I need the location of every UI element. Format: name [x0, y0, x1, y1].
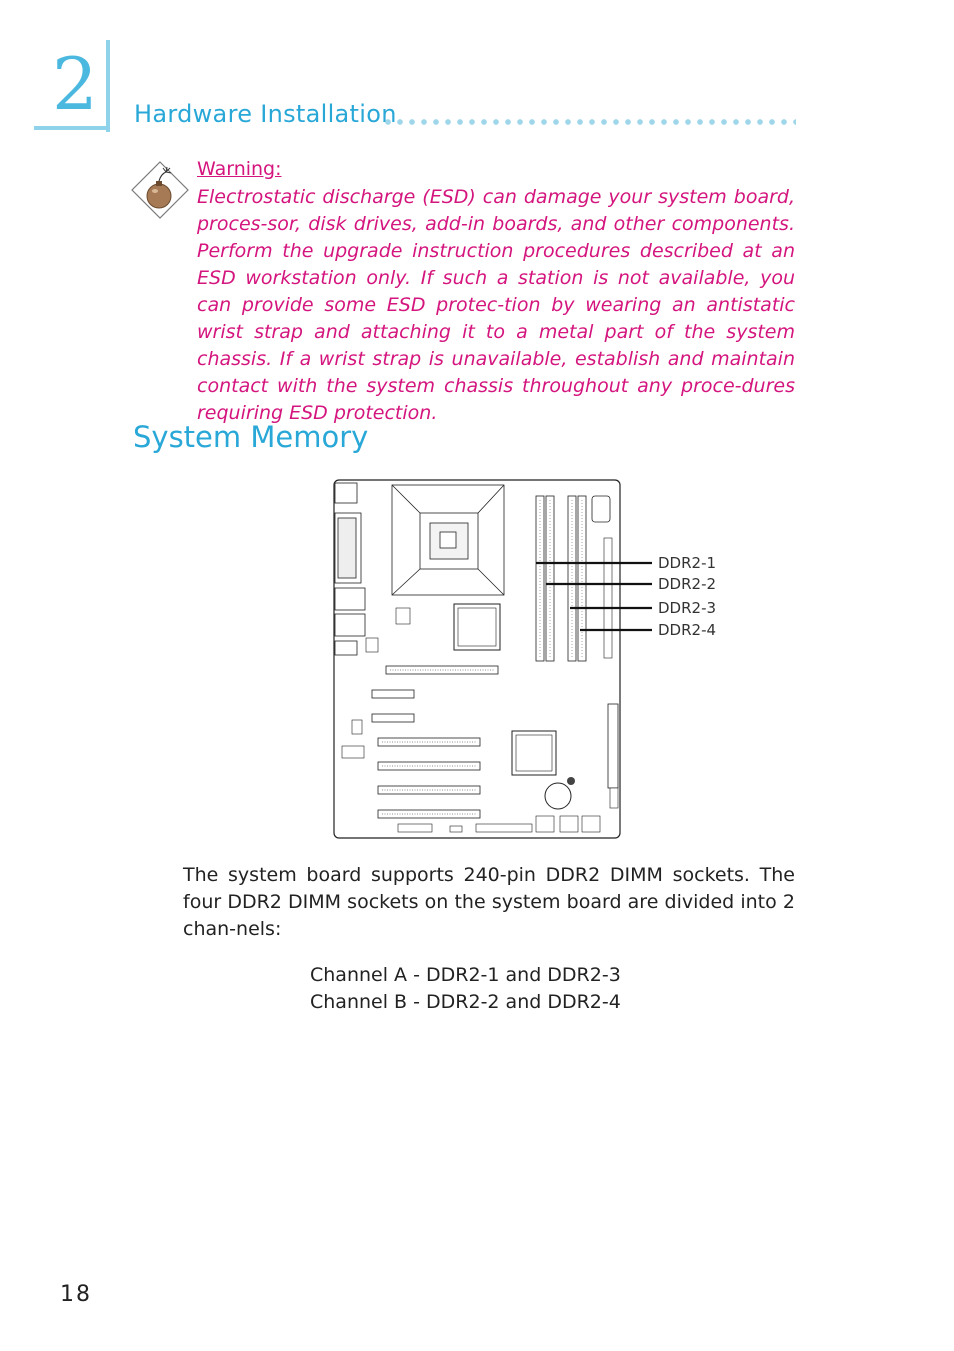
chapter-marker: [34, 40, 110, 132]
channel-a-line: Channel A - DDR2-1 and DDR2-3: [310, 964, 621, 986]
ddr2-4-label: DDR2-4: [658, 621, 716, 639]
section-title: System Memory: [133, 420, 369, 454]
warning-text: Electrostatic discharge (ESD) can damage…: [197, 186, 795, 424]
northbridge-chip: [453, 603, 501, 651]
chapter-marker-bar-horizontal: [34, 126, 110, 130]
page-number: 18: [60, 1282, 92, 1307]
chapter-number: 2: [52, 42, 98, 126]
motherboard-diagram: DDR2-1 DDR2-2 DDR2-3 DDR2-4: [333, 479, 716, 839]
bomb-warning-icon: [131, 161, 189, 219]
heading-dot-rule: [382, 118, 796, 126]
body-paragraph: The system board supports 240-pin DDR2 D…: [183, 864, 795, 940]
rear-io: [334, 482, 366, 656]
ddr2-1-label: DDR2-1: [658, 554, 716, 572]
ddr2-3-label: DDR2-3: [658, 599, 716, 617]
warning-label: Warning:: [197, 158, 282, 180]
pcie-x16-slot: [385, 665, 499, 675]
ddr2-2-label: DDR2-2: [658, 575, 716, 593]
cpu-socket: [391, 484, 505, 596]
southbridge-chip: [511, 730, 557, 776]
pci-slots: [377, 737, 481, 819]
battery: [544, 782, 572, 810]
ddr-callout-lines: [536, 561, 652, 632]
chapter-marker-bar-vertical: [106, 40, 110, 132]
section-heading: Hardware Installation: [134, 100, 397, 128]
channel-b-line: Channel B - DDR2-2 and DDR2-4: [310, 991, 621, 1013]
